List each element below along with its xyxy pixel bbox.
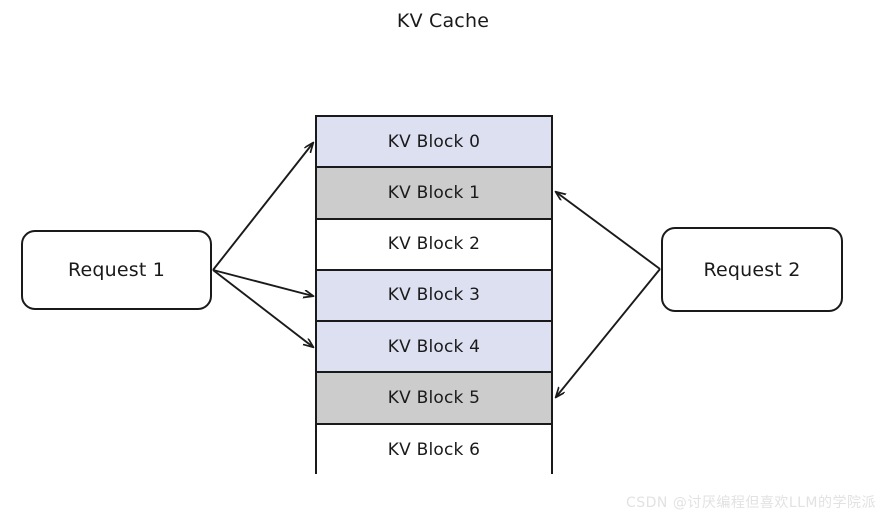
page-title: KV Cache xyxy=(396,10,490,32)
arrow-request-2-to-block-5 xyxy=(556,268,661,397)
kv-block-row-0: KV Block 0 xyxy=(317,117,551,169)
kv-block-row-6: KV Block 6 xyxy=(317,424,551,476)
arrow-request-1-to-block-4 xyxy=(212,269,313,347)
kv-block-label: KV Block 6 xyxy=(387,440,481,461)
kv-block-label: KV Block 3 xyxy=(387,285,481,306)
arrow-request-2-to-block-1 xyxy=(556,192,661,270)
kv-block-row-1: KV Block 1 xyxy=(317,168,551,220)
kv-block-label: KV Block 2 xyxy=(387,234,481,255)
kv-block-row-3: KV Block 3 xyxy=(317,270,551,323)
arrow-request-1-to-block-3 xyxy=(212,269,313,296)
arrow-request-1-to-block-0 xyxy=(212,143,313,271)
kv-block-label: KV Block 0 xyxy=(387,131,481,152)
csdn-watermark: CSDN @讨厌编程但喜欢LLM的学院派 xyxy=(625,495,876,511)
kv-cache-table: KV Block 0 KV Block 1 KV Block 2 KV Bloc… xyxy=(315,115,553,476)
kv-block-label: KV Block 1 xyxy=(387,182,481,203)
kv-block-row-4: KV Block 4 xyxy=(317,322,551,374)
request-2-label: Request 2 xyxy=(703,258,801,281)
kv-block-label: KV Block 4 xyxy=(387,336,481,357)
request-1-label: Request 1 xyxy=(67,259,166,281)
kv-block-row-2: KV Block 2 xyxy=(317,219,551,271)
kv-block-label: KV Block 5 xyxy=(387,387,481,408)
request-2-node: Request 2 xyxy=(661,227,843,312)
kv-block-row-5: KV Block 5 xyxy=(317,373,551,425)
request-1-node: Request 1 xyxy=(21,230,212,310)
